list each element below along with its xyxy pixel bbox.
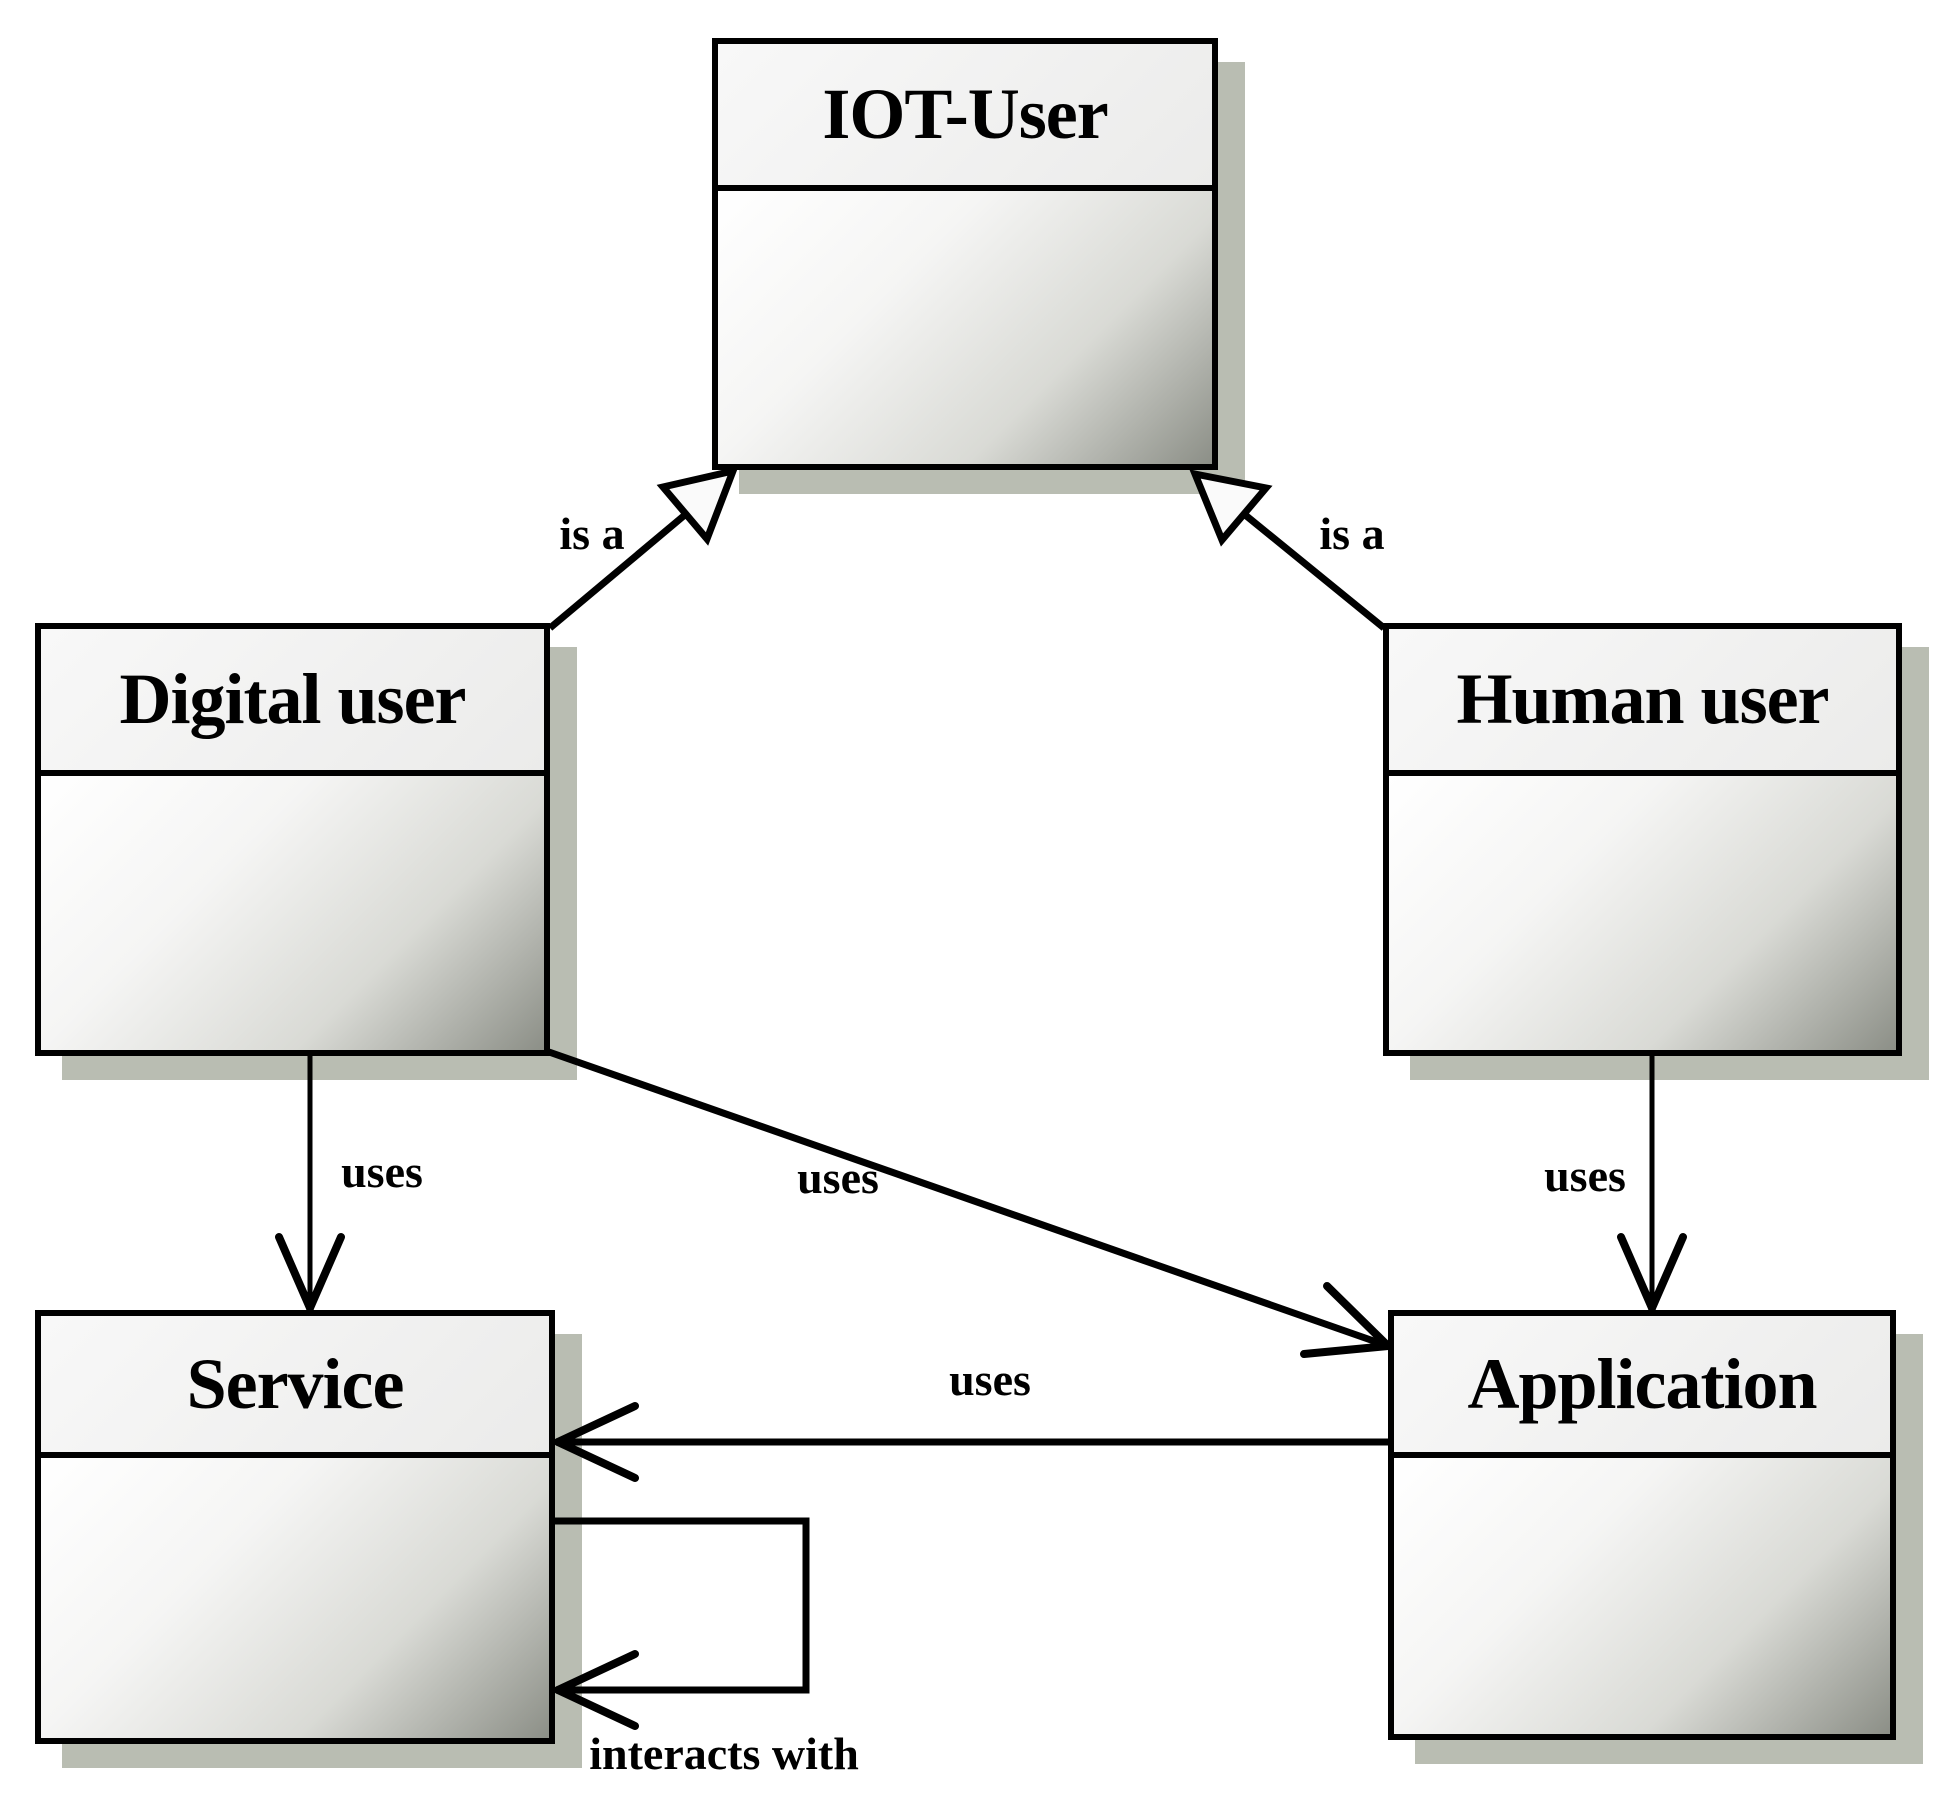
label-is-a-left: is a — [559, 508, 625, 559]
label-uses-digital-service: uses — [341, 1146, 423, 1197]
open-arrowhead — [275, 1233, 314, 1312]
generalization-human-to-iot — [1189, 469, 1387, 631]
uses-human-to-application — [1617, 1053, 1687, 1312]
class-name-digital-user: Digital user — [119, 659, 467, 739]
class-body-compartment — [718, 191, 1212, 464]
class-title-compartment: Service — [41, 1316, 549, 1458]
self-loop-service-interacts — [552, 1517, 810, 1730]
label-uses-application-service: uses — [949, 1354, 1031, 1405]
uses-application-to-service — [554, 1402, 1388, 1482]
class-body-compartment — [1389, 776, 1896, 1050]
class-name-human-user: Human user — [1456, 659, 1829, 739]
label-uses-human-application: uses — [1544, 1150, 1626, 1201]
class-box-iot-user: IOT-User — [712, 38, 1218, 470]
class-box-application: Application — [1388, 1310, 1896, 1740]
class-body-compartment — [1394, 1458, 1890, 1734]
class-title-compartment: Digital user — [41, 629, 544, 776]
open-arrowhead — [1617, 1233, 1656, 1312]
hollow-triangle-arrowhead — [656, 466, 739, 546]
label-interacts-with: interacts with — [589, 1728, 859, 1779]
class-title-compartment: Application — [1394, 1316, 1890, 1458]
hollow-triangle-arrowhead — [1189, 469, 1273, 547]
class-name-service: Service — [186, 1343, 405, 1424]
uses-digital-to-service — [275, 1053, 345, 1312]
open-arrowhead — [554, 1650, 639, 1694]
open-arrowhead — [1323, 1282, 1392, 1350]
class-box-human-user: Human user — [1383, 623, 1902, 1056]
class-name-application: Application — [1467, 1343, 1817, 1424]
class-body-compartment — [41, 776, 544, 1050]
label-is-a-right: is a — [1319, 508, 1385, 559]
class-name-iot-user: IOT-User — [822, 74, 1108, 154]
class-title-compartment: Human user — [1389, 629, 1896, 776]
class-title-compartment: IOT-User — [718, 44, 1212, 191]
uses-digital-to-application — [547, 1048, 1392, 1358]
class-box-service: Service — [35, 1310, 555, 1744]
generalization-digital-to-iot — [547, 466, 739, 631]
class-box-digital-user: Digital user — [35, 623, 550, 1056]
class-body-compartment — [41, 1458, 549, 1738]
label-uses-digital-application: uses — [797, 1152, 879, 1203]
open-arrowhead — [554, 1402, 639, 1446]
